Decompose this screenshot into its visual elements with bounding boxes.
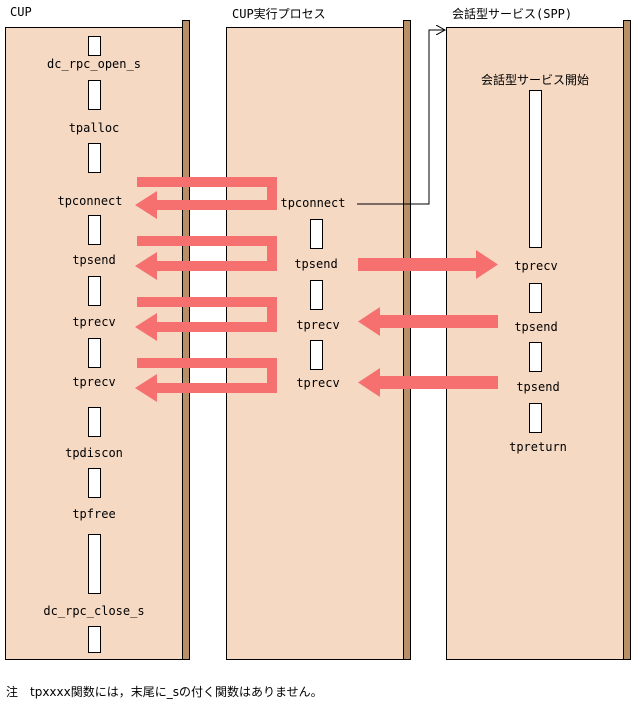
cup-activation-bar xyxy=(88,276,101,306)
footnote: 注 tpxxxx関数には，末尾に_sの付く関数はありません。 xyxy=(6,685,323,699)
cup-activation-bar xyxy=(88,143,101,173)
spp-activation-bar xyxy=(529,90,542,248)
cup-process-header: CUP実行プロセス xyxy=(232,7,326,21)
cup-process-column-side xyxy=(403,20,411,660)
arrow-recv-from-spp-2 xyxy=(358,368,498,397)
u-turn-arrow-tprecv-2 xyxy=(135,358,277,402)
spp-activation-bar xyxy=(529,283,542,313)
spp-call-label: tpsend xyxy=(514,320,558,334)
spp-call-label: tprecv xyxy=(514,259,558,273)
cup-call-label: tprecv xyxy=(72,375,116,389)
cup-call-label: dc_rpc_close_s xyxy=(43,604,145,618)
u-turn-arrow-tpsend xyxy=(135,236,277,280)
cup-call-label: tprecv xyxy=(72,315,116,329)
cup-activation-bar xyxy=(88,407,101,437)
cup-call-label: tpdiscon xyxy=(65,446,123,460)
arrow-recv-from-spp-1 xyxy=(358,307,498,336)
cup-activation-bar xyxy=(88,80,101,110)
spp-activation-bar xyxy=(529,403,542,433)
cup-activation-bar xyxy=(88,338,101,368)
cup-activation-bar xyxy=(88,215,101,245)
cup-column-side xyxy=(182,20,190,660)
cup-activation-bar xyxy=(88,626,101,653)
spp-header: 会話型サービス(SPP) xyxy=(452,7,573,21)
process-activation-bar xyxy=(310,280,323,310)
cup-call-label: tpfree xyxy=(72,507,116,521)
cup-call-label: tpconnect xyxy=(57,194,123,208)
cup-activation-bar xyxy=(88,36,101,56)
cup-call-label: tpsend xyxy=(72,253,116,267)
process-call-label: tprecv xyxy=(296,376,340,390)
spp-call-label: tpsend xyxy=(516,380,560,394)
cup-header: CUP xyxy=(10,5,32,19)
spp-activation-bar xyxy=(529,342,542,372)
process-activation-bar xyxy=(310,219,323,249)
process-call-label: tpsend xyxy=(294,257,338,271)
spp-column-side xyxy=(623,20,631,660)
cup-activation-bar xyxy=(88,534,101,594)
spp-call-label: tpreturn xyxy=(509,440,567,454)
cup-activation-bar xyxy=(88,468,101,498)
cup-call-label: dc_rpc_open_s xyxy=(47,57,141,71)
spp-start-label: 会話型サービス開始 xyxy=(480,73,590,87)
process-call-label: tprecv xyxy=(296,318,340,332)
cup-call-label: tpalloc xyxy=(68,121,120,135)
process-call-label: tpconnect xyxy=(280,196,346,210)
process-activation-bar xyxy=(310,340,323,370)
arrow-send-to-spp xyxy=(358,250,498,279)
u-turn-arrow-tprecv-1 xyxy=(135,297,277,341)
connect-line xyxy=(357,30,445,205)
u-turn-arrow-tpconnect xyxy=(135,177,277,219)
